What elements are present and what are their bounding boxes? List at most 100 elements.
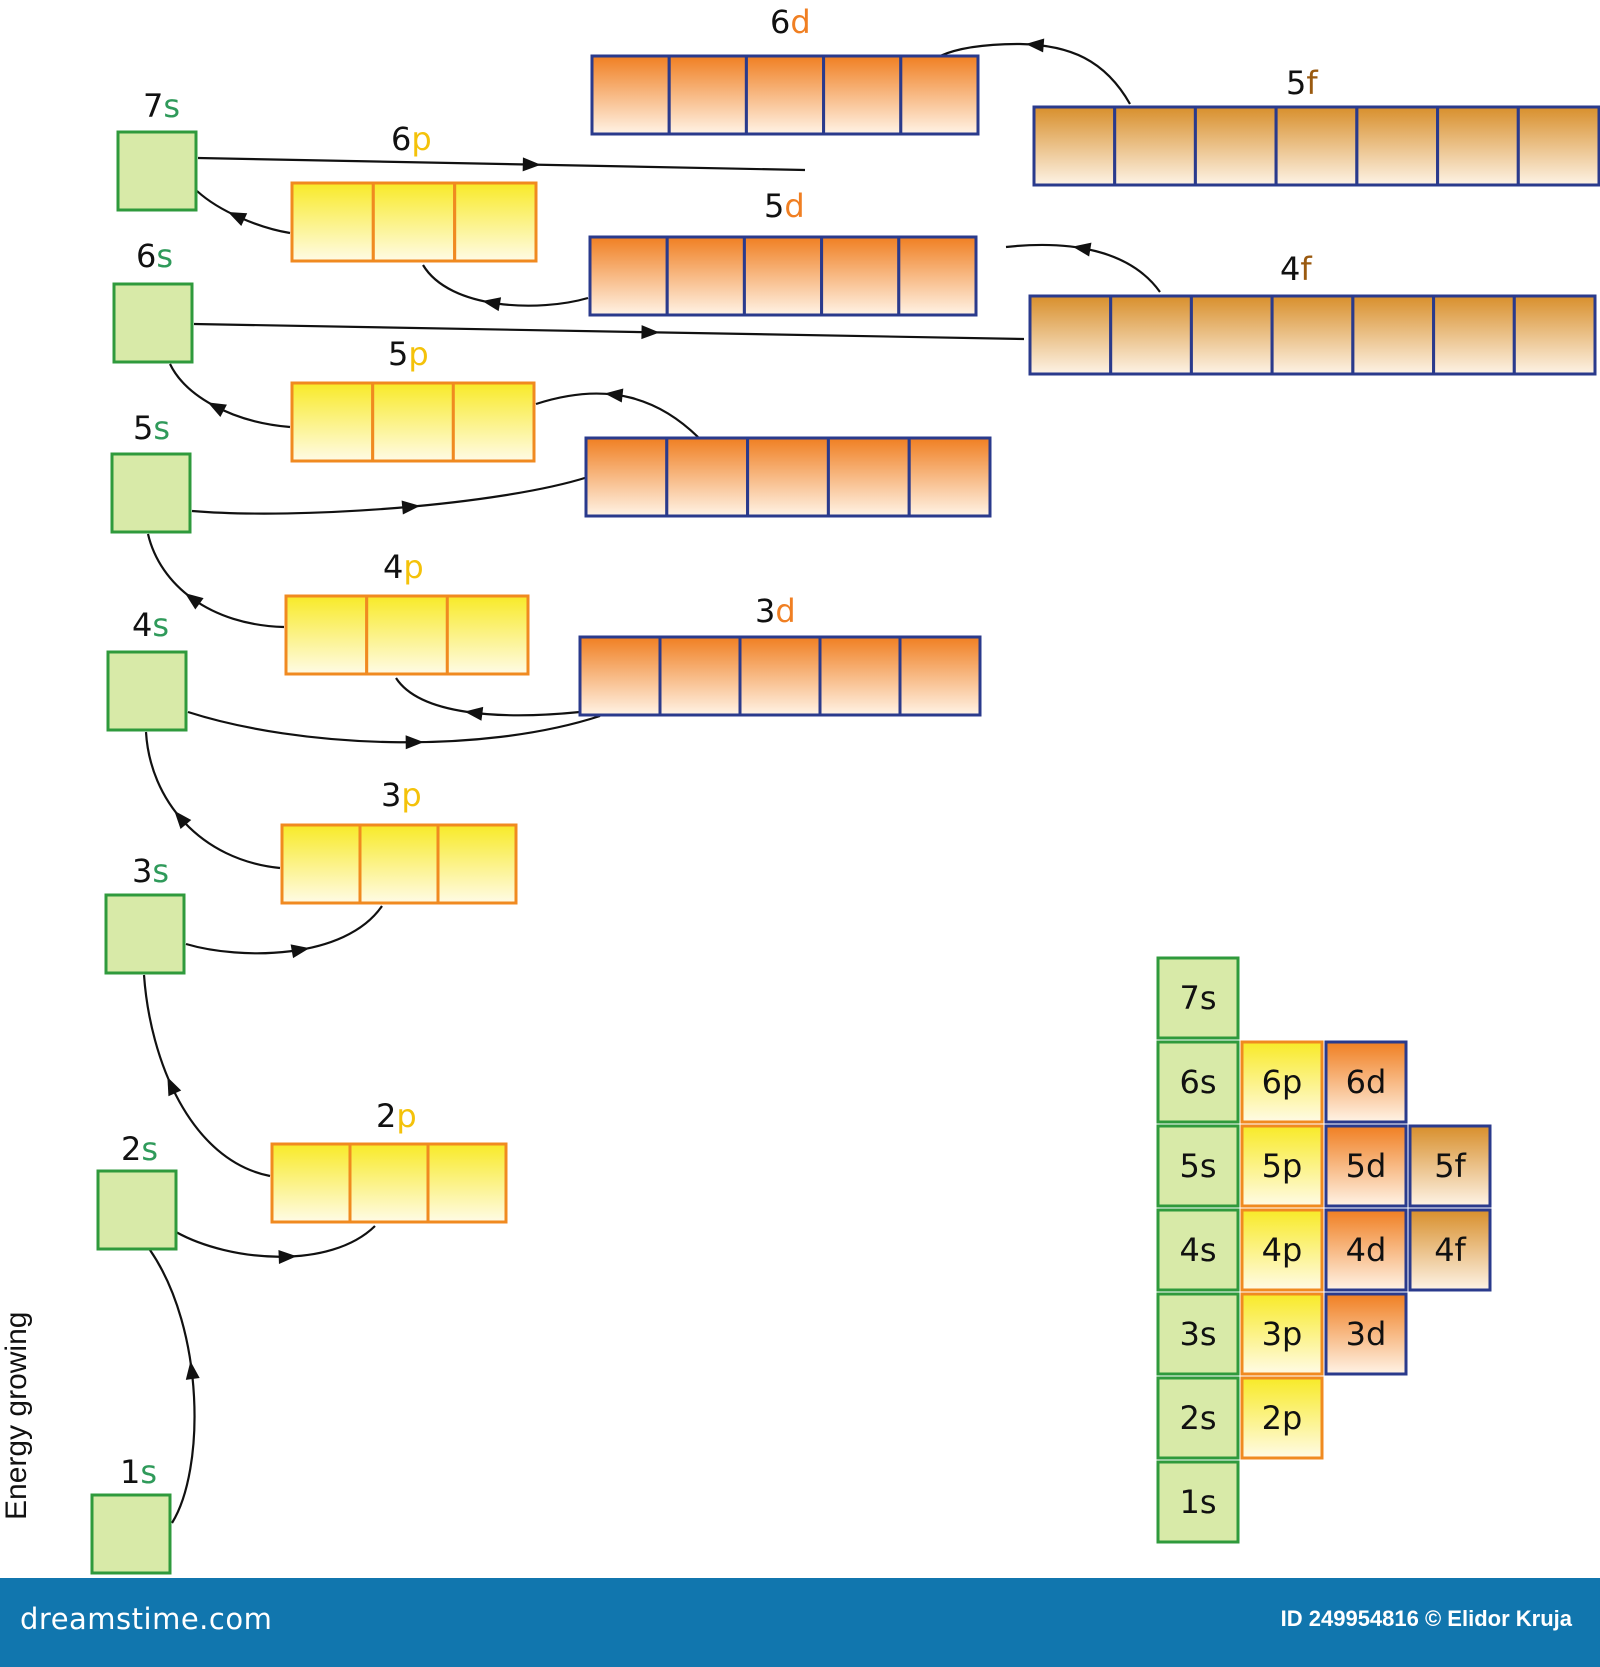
arrow-5p-6s [169, 363, 291, 429]
sublevel-3s [104, 893, 186, 975]
label-4p: 4p [383, 548, 424, 586]
orbital-box-5f-7 [1516, 105, 1600, 187]
orbital-box-5s-1 [110, 452, 192, 534]
grid-label-1s: 1s [1179, 1483, 1216, 1521]
sublevel-5f [1032, 105, 1600, 187]
arrowhead-1s-2s [185, 1361, 200, 1380]
label-5s: 5s [133, 409, 170, 447]
orbital-box-5p-3 [451, 381, 536, 463]
grid-cell-4s [1156, 1208, 1240, 1292]
arrow-5s-4d [191, 475, 589, 515]
grid-label-6s: 6s [1179, 1063, 1216, 1101]
arrow-5f-6d [939, 42, 1131, 105]
grid-label-5p: 5p [1262, 1147, 1303, 1185]
arrowhead-4f-5d [1072, 242, 1092, 257]
grid-label-3p: 3p [1262, 1315, 1303, 1353]
arrowhead-3s-3p [290, 944, 310, 959]
grid-cell-1s [1156, 1460, 1240, 1544]
label-3p: 3p [381, 776, 422, 814]
orbital-box-2p-1 [270, 1142, 352, 1224]
arrow-4d-5p [535, 392, 699, 438]
grid-cell-3d [1324, 1292, 1408, 1376]
arrow-5d-6p [422, 264, 589, 307]
orbital-box-5f-6 [1436, 105, 1520, 187]
orbital-box-3d-4 [818, 635, 902, 717]
grid-cell-3p [1240, 1292, 1324, 1376]
sublevel-2s [96, 1169, 178, 1251]
grid-label-5d: 5d [1346, 1147, 1387, 1185]
grid-cell-2s [1156, 1376, 1240, 1460]
label-1s: 1s [120, 1453, 157, 1491]
orbital-box-3d-2 [658, 635, 742, 717]
grid-cell-2p [1240, 1376, 1324, 1460]
orbital-box-4f-1 [1028, 294, 1113, 376]
sublevel-4p [284, 594, 530, 676]
orbital-box-4f-3 [1189, 294, 1274, 376]
orbital-box-4p-2 [365, 594, 449, 676]
orbital-box-3d-1 [578, 635, 662, 717]
arrowhead-6s-4f [641, 325, 660, 340]
arrowhead-7s-5f [522, 157, 541, 172]
grid-cell-7s [1156, 956, 1240, 1040]
filling-arrows [142, 38, 1161, 1524]
arrowhead-2p-3s [167, 1077, 182, 1097]
sublevel-5s [110, 452, 192, 534]
grid-cell-5d [1324, 1124, 1408, 1208]
grid-label-7s: 7s [1179, 979, 1216, 1017]
grid-cell-5p [1240, 1124, 1324, 1208]
grid-label-4s: 4s [1179, 1231, 1216, 1269]
orbital-box-6p-3 [453, 181, 538, 263]
orbital-box-6d-5 [899, 54, 980, 136]
orbital-box-1s-1 [90, 1493, 172, 1575]
orbital-box-3d-5 [898, 635, 982, 717]
footer-bar: dreamstime.com ID 249954816 © Elidor Kru… [0, 1578, 1600, 1667]
arrowhead-4p-5s [184, 593, 204, 610]
orbital-box-5f-4 [1274, 105, 1359, 187]
orbital-box-4p-1 [284, 594, 369, 676]
label-5p: 5p [388, 335, 429, 373]
arrow-7s-5f [197, 156, 806, 172]
arrow-2s-2p [175, 1225, 376, 1258]
grid-cell-6d [1324, 1040, 1408, 1124]
orbital-box-2s-1 [96, 1169, 178, 1251]
arrow-3p-4s [144, 731, 281, 870]
label-3s: 3s [132, 852, 169, 890]
grid-cell-6p [1240, 1040, 1324, 1124]
grid-label-6d: 6d [1346, 1063, 1387, 1101]
sublevel-2p [270, 1142, 508, 1224]
label-2s: 2s [121, 1130, 158, 1168]
arrowhead-6p-7s [227, 211, 248, 226]
orbital-box-7s-1 [116, 130, 198, 212]
orbital-box-4f-7 [1512, 294, 1597, 376]
orbital-box-6s-1 [112, 282, 194, 364]
sublevel-5d [588, 235, 978, 317]
arrow-2p-3s [142, 974, 271, 1178]
label-7s: 7s [143, 87, 180, 125]
footer-brand: dreamstime.com [20, 1602, 273, 1636]
sublevel-6p [290, 181, 538, 263]
orbital-box-4f-5 [1351, 294, 1436, 376]
arrowhead-4d-5p [604, 388, 624, 403]
label-5f: 5f [1286, 64, 1318, 102]
orbital-box-6d-2 [667, 54, 748, 136]
orbital-box-6p-1 [290, 181, 375, 263]
orbital-box-4f-2 [1109, 294, 1193, 376]
orbital-box-5d-3 [742, 235, 824, 317]
orbital-box-3d-3 [738, 635, 822, 717]
orbital-box-6p-2 [371, 181, 457, 263]
arrow-3d-4p [395, 677, 581, 717]
orbital-box-3p-1 [280, 823, 362, 905]
orbital-box-4d-1 [584, 436, 669, 518]
sublevel-6d [590, 54, 980, 136]
orbital-box-4f-6 [1432, 294, 1516, 376]
sublevel-7s [116, 130, 198, 212]
orbital-box-6d-1 [590, 54, 671, 136]
orbital-box-3p-2 [358, 823, 440, 905]
grid-label-5f: 5f [1434, 1147, 1466, 1185]
grid-cell-5f [1408, 1124, 1492, 1208]
sublevel-3d [578, 635, 982, 717]
orbital-box-5f-3 [1193, 105, 1278, 187]
arrow-3s-3p [185, 905, 383, 955]
orbital-box-5p-1 [290, 381, 375, 463]
